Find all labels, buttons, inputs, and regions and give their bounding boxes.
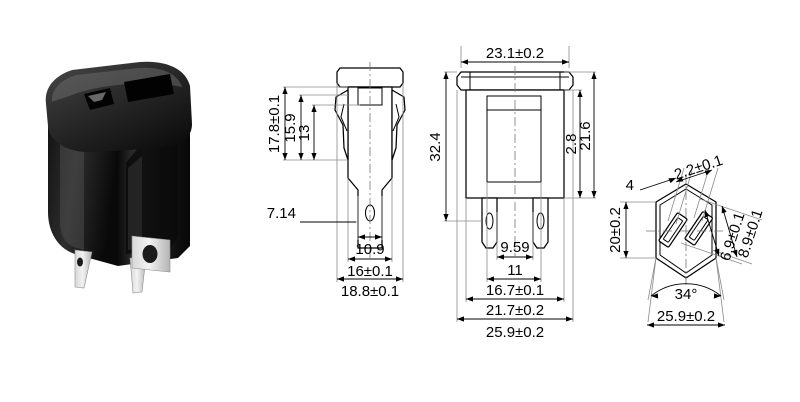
front-view-dimension-lines [443,59,597,322]
dim-front-9-59: 9.59 [500,239,529,256]
socket-terminal-right-hole [142,245,158,263]
hex-view-dimension-lines [623,169,738,328]
photo-group [45,61,192,294]
dim-hex-25-9: 25.9±0.2 [657,308,715,325]
side-view-dimension-lines [282,87,403,282]
socket-slot-right [124,74,174,102]
front-view-dimension-labels: 23.1±0.2 32.4 2.8 21.6 9.59 11 16.7±0.1 … [427,45,594,341]
socket-highlight-front [128,156,142,250]
dim-hex-20: 20±0.2 [607,207,624,253]
front-view-extension-lines [444,46,596,322]
side-view-dimension-labels: 17.8±0.1 15.9 13 7.14 10.9 16±0.1 18.8±0… [266,95,399,300]
dim-side-17-8: 17.8±0.1 [266,95,283,153]
dim-front-16-7: 16.7±0.1 [486,282,544,299]
dim-front-21-7: 21.7±0.2 [486,302,544,319]
dim-hex-34: 34° [675,286,698,303]
dim-side-18-8: 18.8±0.1 [341,283,399,300]
dim-front-11: 11 [507,262,523,279]
hex-view-geometry [646,174,726,288]
side-view-geometry [334,62,406,258]
dim-side-15-9: 15.9 [282,113,299,142]
socket-front-recess [126,133,178,254]
hex-slot-left [658,212,688,248]
dim-side-7-14: 7.14 [267,205,296,222]
socket-highlight-left [60,128,84,250]
dim-front-21-6: 21.6 [577,121,594,150]
socket-slot-left-contact [88,92,106,102]
socket-terminal-left-hole [77,257,83,267]
dim-front-32-4: 32.4 [427,132,444,161]
dim-front-23-1: 23.1±0.2 [486,45,544,62]
dim-side-13: 13 [296,125,313,142]
dim-side-16: 16±0.1 [347,263,393,280]
dim-front-25-9: 25.9±0.2 [486,324,544,341]
dim-side-10-9: 10.9 [355,241,384,258]
dim-front-2-8: 2.8 [563,134,580,155]
socket-flange-highlight [51,67,182,102]
dim-hex-4: 4 [626,177,634,194]
dim-hex-2-2: 2.2±0.1 [672,152,725,184]
